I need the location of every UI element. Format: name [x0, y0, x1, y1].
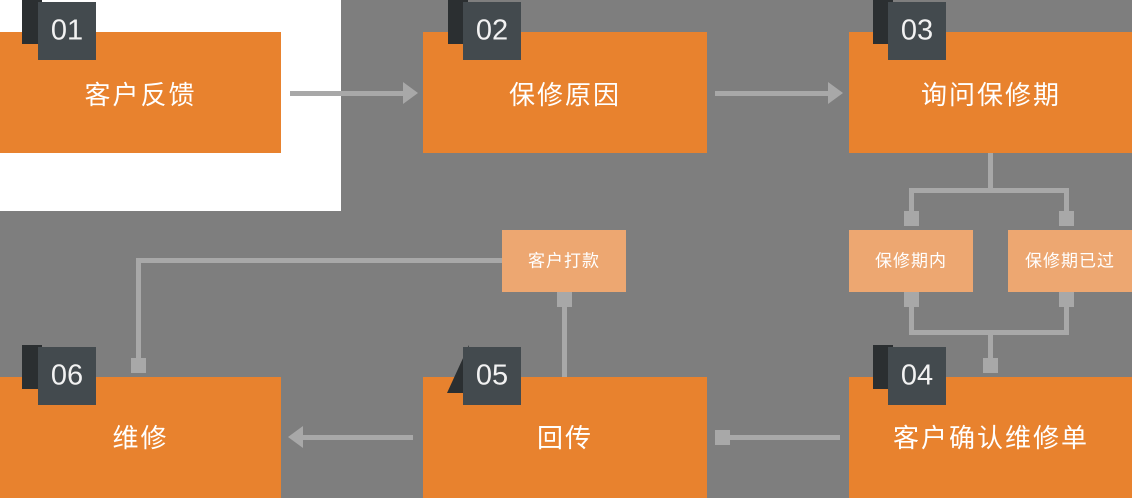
step-label-04: 客户确认维修单 [892, 423, 1089, 453]
substep-label-baoxiuqiyiguo: 保修期已过 [1025, 251, 1115, 271]
step-label-06: 维修 [112, 423, 169, 453]
step-label-03: 询问保修期 [920, 80, 1061, 110]
step-badge-03[interactable]: 03 [888, 2, 946, 60]
step-number-01: 01 [50, 14, 84, 47]
substep-card-baoxiuqiyiguo[interactable]: 保修期已过 [1008, 230, 1132, 292]
badge-fold-06 [22, 345, 42, 389]
substep-label-baoxiuqinei: 保修期内 [875, 251, 947, 271]
step-number-03: 03 [900, 14, 934, 47]
connector-05-to-06 [300, 435, 413, 440]
substep-card-baoxiuqinei[interactable]: 保修期内 [849, 230, 973, 292]
step-label-01: 客户反馈 [84, 80, 197, 110]
step-label-02: 保修原因 [508, 80, 621, 110]
arrowhead-to-04 [983, 358, 998, 373]
step-number-05: 05 [475, 359, 509, 392]
connector-kehudakuan-to-06-vertical [136, 258, 141, 361]
connector-merge-to-04 [988, 330, 993, 365]
connector-02-to-03 [715, 91, 830, 96]
step-number-04: 04 [900, 359, 934, 392]
connector-kehudakuan-to-05 [562, 292, 567, 377]
connector-baoxiuqiyiguo-down [1064, 292, 1069, 330]
step-badge-06[interactable]: 06 [38, 347, 96, 405]
substep-label-kehudakuan: 客户打款 [528, 251, 600, 271]
arrowhead-05-to-06 [288, 426, 303, 448]
connector-baoxiuqinei-down [909, 292, 914, 330]
connector-04-to-05 [725, 435, 840, 440]
step-number-06: 06 [50, 359, 84, 392]
arrowhead-baoxiuqinei-down [904, 292, 919, 307]
connector-split-left-down [909, 188, 914, 213]
step-badge-01[interactable]: 01 [38, 2, 96, 60]
arrowhead-01-to-02 [403, 82, 418, 104]
step-badge-02[interactable]: 02 [463, 2, 521, 60]
step-badge-05[interactable]: 05 [463, 347, 521, 405]
arrowhead-kehudakuan-to-06 [131, 358, 146, 373]
arrowhead-04-to-05 [715, 430, 730, 445]
connector-kehudakuan-to-06-horizontal [136, 258, 502, 263]
connector-01-to-02 [290, 91, 405, 96]
arrowhead-to-baoxiuqinei [904, 211, 919, 226]
badge-fold-01 [22, 0, 42, 44]
arrowhead-kehudakuan-down [557, 292, 572, 307]
step-label-05: 回传 [536, 423, 593, 453]
connector-split-right-down [1064, 188, 1069, 213]
arrowhead-baoxiuqiyiguo-down [1059, 292, 1074, 307]
step-number-02: 02 [475, 14, 509, 47]
step-badge-04[interactable]: 04 [888, 347, 946, 405]
step-card-02[interactable]: 保修原因 [423, 32, 707, 153]
substep-card-kehudakuan[interactable]: 客户打款 [502, 230, 626, 292]
arrowhead-02-to-03 [828, 82, 843, 104]
connector-split-bar-top [909, 188, 1069, 193]
arrowhead-to-baoxiuqiyiguo [1059, 211, 1074, 226]
connector-03-down [988, 153, 993, 188]
